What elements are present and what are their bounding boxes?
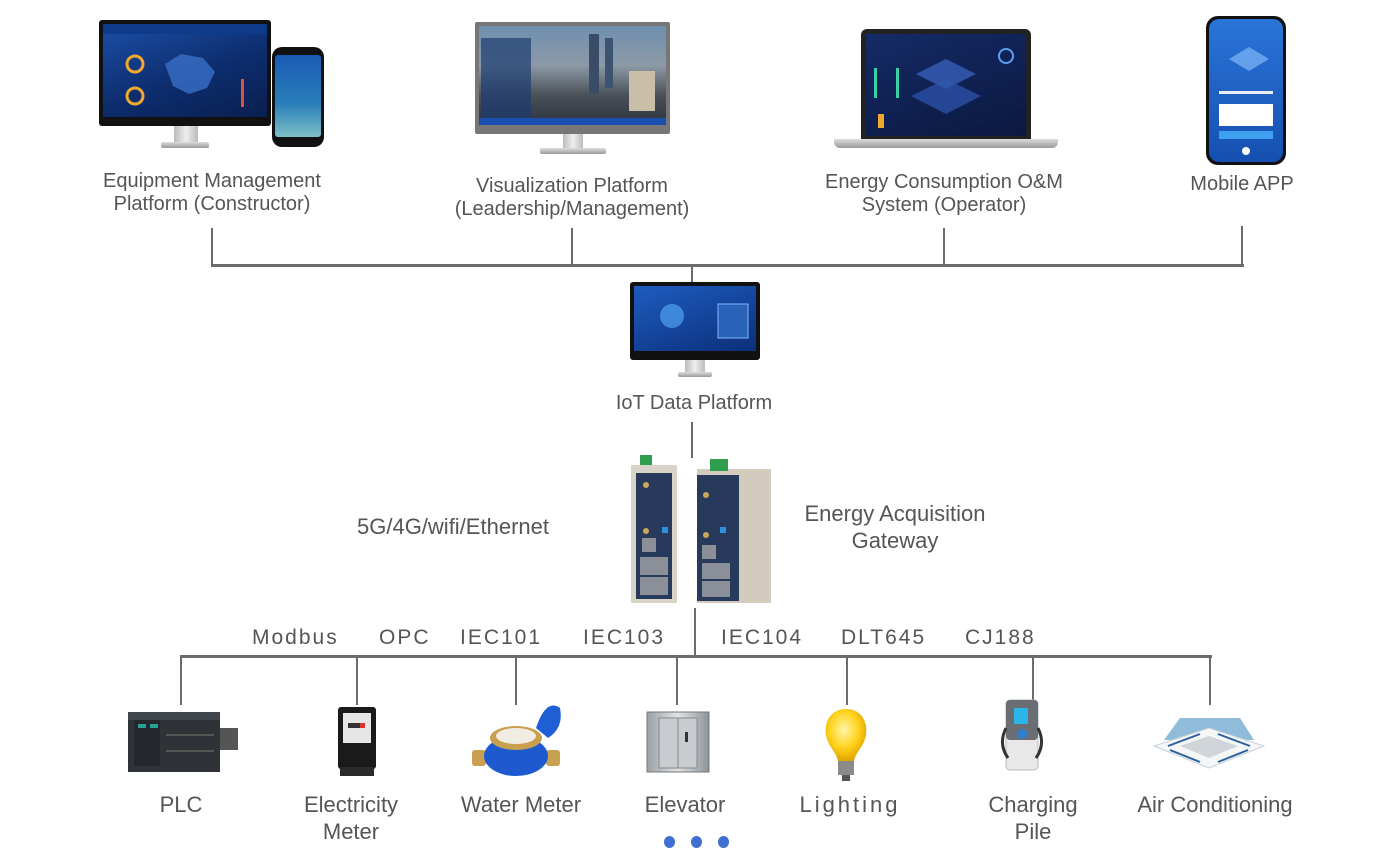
gateway-label: Energy Acquisition Gateway xyxy=(780,500,1010,554)
dot xyxy=(664,836,675,848)
connector-line xyxy=(694,608,696,656)
device-label-charging-pile: Charging Pile xyxy=(963,791,1103,845)
label-line: System (Operator) xyxy=(861,194,1027,216)
device-label-lighting: Lighting xyxy=(780,791,920,818)
device-label-electricity-meter: Electricity Meter xyxy=(281,791,421,845)
label-line: Equipment Management xyxy=(103,170,321,192)
connector-line xyxy=(515,657,517,705)
top-node-label-visualization: Visualization Platform (Leadership/Manag… xyxy=(442,175,702,221)
electricity-meter-icon xyxy=(336,705,378,777)
ellipsis-dots-icon xyxy=(662,836,732,850)
elevator-icon xyxy=(645,710,711,774)
connector-line xyxy=(943,228,945,266)
label-line: Air Conditioning xyxy=(1137,792,1293,817)
connector-line xyxy=(676,657,678,705)
iot-data-platform-label: IoT Data Platform xyxy=(615,392,773,414)
label-line: Energy Acquisition xyxy=(804,501,986,526)
charging-pile-icon xyxy=(998,698,1046,772)
connectivity-label: 5G/4G/wifi/Ethernet xyxy=(357,514,549,539)
protocol-label-iec103: IEC103 xyxy=(583,626,666,649)
connector-line xyxy=(846,657,848,705)
iot-data-platform-monitor-icon xyxy=(630,282,760,380)
label-line: Lighting xyxy=(799,792,901,817)
label-line: Gateway xyxy=(851,528,939,553)
dot xyxy=(718,836,729,848)
label-line: (Leadership/Management) xyxy=(454,198,690,220)
label-line: Charging xyxy=(988,792,1078,817)
device-label-plc: PLC xyxy=(111,791,251,818)
visualization-monitor-icon xyxy=(475,22,670,157)
connector-line xyxy=(1241,226,1243,266)
top-node-label-equipment-management: Equipment Management Platform (Construct… xyxy=(82,170,342,216)
connector-line xyxy=(180,657,182,705)
protocol-label-iec104: IEC104 xyxy=(721,626,804,649)
top-node-label-energy-consumption: Energy Consumption O&M System (Operator) xyxy=(814,171,1074,217)
label-line: Water Meter xyxy=(460,792,582,817)
label-line: Electricity xyxy=(303,792,399,817)
device-label-air-conditioning: Air Conditioning xyxy=(1120,791,1310,818)
label-line: Mobile APP xyxy=(1190,173,1294,195)
connector-line xyxy=(1032,657,1034,705)
connector-line xyxy=(211,228,213,266)
energy-consumption-laptop-icon xyxy=(834,29,1058,154)
equipment-management-phone-icon xyxy=(272,47,324,147)
label-line: PLC xyxy=(159,792,203,817)
device-label-elevator: Elevator xyxy=(615,791,755,818)
label-line: Elevator xyxy=(644,792,726,817)
label-line: Energy Consumption O&M xyxy=(825,171,1063,193)
connector-line xyxy=(691,422,693,458)
top-node-label-mobile-app: Mobile APP xyxy=(1172,173,1312,196)
protocol-label-iec101: IEC101 xyxy=(460,626,543,649)
connector-line xyxy=(356,657,358,705)
light-bulb-icon xyxy=(822,707,870,783)
protocol-label-modbus: Modbus xyxy=(252,626,339,649)
device-label-water-meter: Water Meter xyxy=(446,791,596,818)
connector-line xyxy=(691,266,693,282)
air-conditioner-icon xyxy=(1150,716,1268,774)
equipment-management-monitor-icon xyxy=(99,20,271,150)
plc-icon xyxy=(122,710,240,772)
gateway-router-icon xyxy=(628,455,776,605)
label-line: Visualization Platform xyxy=(476,175,668,197)
label-line: Pile xyxy=(1014,819,1052,844)
connector-line xyxy=(1209,657,1211,705)
water-meter-icon xyxy=(468,698,564,784)
label-line: Platform (Constructor) xyxy=(113,193,311,215)
top-bus-line xyxy=(211,264,1244,267)
connector-line xyxy=(571,228,573,266)
protocol-label-opc: OPC xyxy=(379,626,431,649)
protocol-label-dlt645: DLT645 xyxy=(841,626,927,649)
mobile-app-phone-icon xyxy=(1206,16,1286,165)
bottom-bus-line xyxy=(180,655,1212,658)
dot xyxy=(691,836,702,848)
protocol-label-cj188: CJ188 xyxy=(965,626,1036,649)
label-line: Meter xyxy=(322,819,380,844)
